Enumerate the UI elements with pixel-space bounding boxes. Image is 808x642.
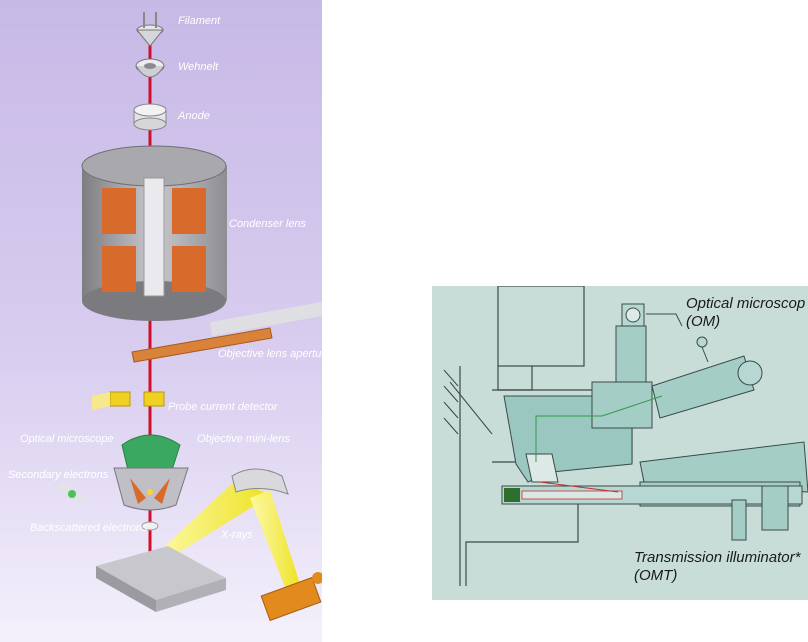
hatched-wall — [443, 369, 493, 435]
anode-label: Anode — [177, 110, 210, 122]
aperture-label: Objective lens aperture — [218, 348, 322, 360]
xray-detector — [260, 572, 322, 622]
backscattered-label: Backscattered electrons — [30, 522, 148, 534]
optical-label: Optical microscope — [20, 433, 114, 445]
xray-beam-2 — [250, 490, 300, 590]
filament-label: Filament — [178, 15, 221, 27]
sample-tip — [525, 453, 559, 483]
om-body — [591, 303, 683, 429]
omt-label-line2: (OMT) — [634, 567, 677, 584]
eyepiece-tube — [651, 336, 763, 419]
secondary-detector — [58, 482, 88, 506]
omt-label-line1: Transmission illuminator* — [634, 549, 802, 566]
probe-label: Probe current detector — [168, 401, 279, 413]
backscattered-detector — [141, 521, 159, 531]
secondary-label: Secondary electrons — [8, 469, 109, 481]
crystal-part — [231, 468, 289, 495]
condenser-label: Condenser lens — [229, 218, 307, 230]
anode-part — [133, 103, 167, 131]
omt-body — [501, 485, 803, 541]
illumination-ray — [539, 481, 619, 493]
om-label-line1: Optical microscop — [686, 295, 805, 312]
sample-stage — [96, 546, 226, 612]
om-label-line2: (OM) — [686, 313, 720, 330]
objective-label: Objective mini-lens — [197, 433, 290, 445]
filament-part — [135, 12, 165, 47]
xray-beam-1 — [150, 478, 270, 564]
condenser-lens-part — [81, 145, 227, 321]
electron-column-diagram: Filament Wehnelt Anode Condenser lens Ob… — [0, 0, 322, 642]
objective-lens-part — [113, 434, 189, 511]
wehnelt-part — [135, 58, 165, 78]
wehnelt-label: Wehnelt — [178, 61, 219, 73]
aperture-strip — [131, 302, 322, 363]
cross-section-diagram: Optical microscop (OM) Transmission illu… — [432, 286, 808, 600]
optical-ray — [535, 395, 663, 462]
probe-detector — [92, 391, 165, 410]
xrays-label: X-rays — [220, 529, 253, 541]
